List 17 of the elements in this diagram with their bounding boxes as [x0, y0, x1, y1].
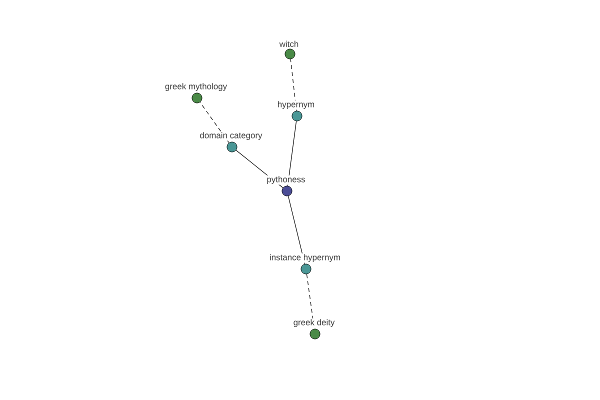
node-label: pythoness [266, 175, 306, 185]
node-circle [292, 110, 302, 122]
connector-line [290, 58, 297, 112]
node-circle [192, 92, 202, 104]
node-label: greek deity [292, 318, 336, 328]
node-label: hypernym [276, 100, 316, 110]
node-circle [226, 142, 238, 152]
node-circle [310, 328, 320, 340]
node-circle [284, 48, 296, 60]
node-label: instance hypernym [268, 253, 342, 263]
node-circle [300, 264, 312, 274]
node-label: domain category [198, 131, 264, 141]
connector-line [288, 196, 306, 264]
node-label: greek mythology [164, 82, 228, 92]
connector-line [200, 102, 230, 144]
node-circle [282, 186, 292, 196]
node-label: witch [278, 40, 300, 48]
